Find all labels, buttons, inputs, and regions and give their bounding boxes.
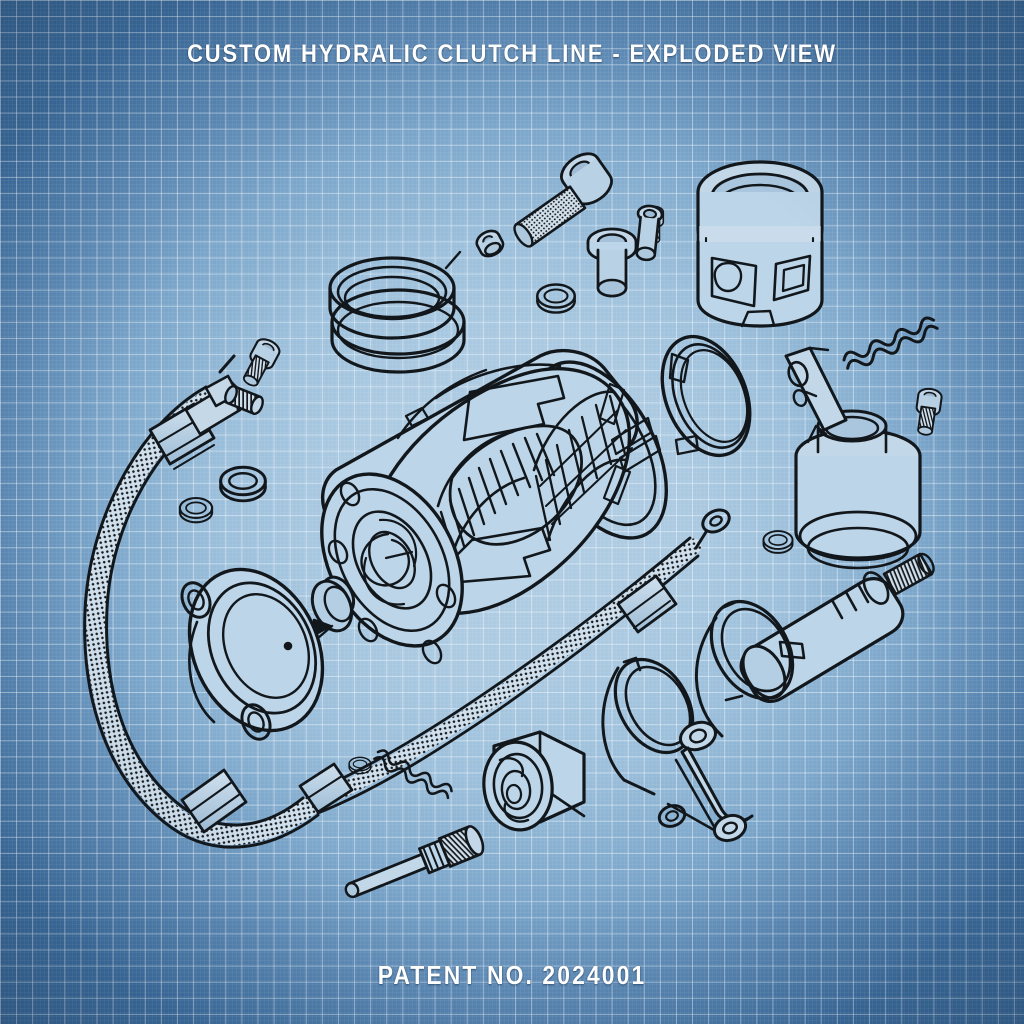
banjo-eye	[694, 508, 731, 550]
o-ring-large	[219, 465, 267, 503]
long-socket-bolt	[513, 152, 613, 248]
piston	[696, 160, 824, 328]
hose-end-fitting-2	[616, 574, 678, 634]
hose-end-fitting	[298, 762, 354, 814]
reservoir-canister	[794, 409, 922, 570]
clamp-bracket-2	[601, 656, 695, 796]
retaining-ring	[660, 334, 752, 458]
set-screw	[224, 385, 264, 415]
washer-flat	[762, 530, 794, 554]
slave-cylinder	[739, 552, 935, 703]
socket-cap-screw-left	[236, 334, 284, 392]
end-cap-cover	[180, 567, 354, 741]
drawing-title: CUSTOM HYDRALIC CLUTCH LINE - EXPLODED V…	[187, 40, 837, 68]
hex-fitting-nut	[482, 730, 586, 832]
braided-hydraulic-hose	[83, 354, 320, 849]
threaded-stud	[344, 825, 485, 899]
synchro-ring-gear	[532, 390, 633, 542]
bleed-nipple	[635, 204, 664, 262]
helical-gear	[436, 430, 556, 560]
coil-spring-upper	[840, 314, 941, 375]
patent-number: PATENT NO. 2024001	[377, 960, 647, 990]
sleeve-collar	[328, 250, 466, 374]
hose-crimp-ferrule-lower	[180, 768, 248, 834]
linkage-arm	[657, 720, 754, 843]
washer-thick	[536, 283, 576, 314]
o-ring-small	[178, 497, 214, 524]
flanged-bushing	[586, 227, 638, 298]
lever-arm	[784, 346, 848, 432]
socket-cap-screw-right	[911, 386, 944, 438]
plug-fitting	[475, 229, 505, 258]
